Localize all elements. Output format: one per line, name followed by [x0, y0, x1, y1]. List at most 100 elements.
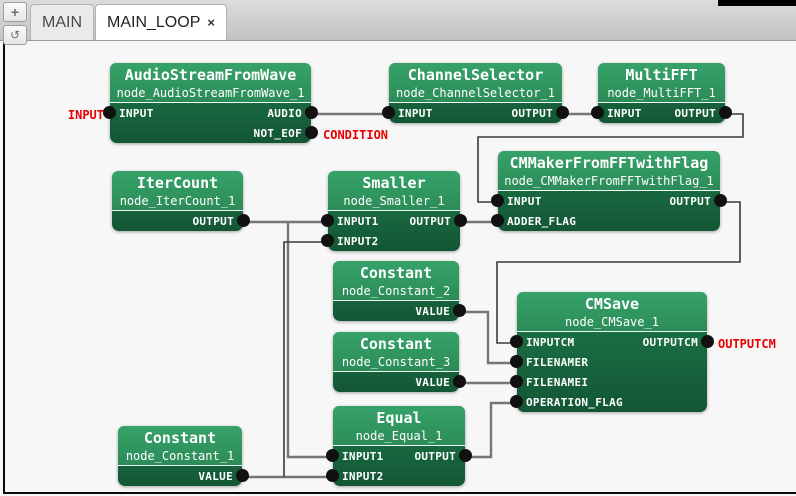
- port-label: INPUTCM: [526, 335, 575, 349]
- node-itercount[interactable]: IterCount node_IterCount_1 OUTPUT: [112, 171, 250, 231]
- output-port[interactable]: [453, 304, 466, 317]
- node-header: Constant node_Constant_3: [333, 332, 459, 372]
- wire-multifft-to-cmmaker[interactable]: [477, 113, 744, 203]
- node-title: ChannelSelector: [407, 66, 544, 84]
- port-label: FILENAMER: [526, 355, 589, 369]
- node-header: MultiFFT node_MultiFFT_1: [598, 63, 725, 103]
- wire-constant2-to-filenamer[interactable]: [459, 310, 517, 365]
- input-port[interactable]: [591, 106, 604, 119]
- wire-equal-to-operationflag[interactable]: [465, 401, 517, 459]
- port-label: OUTPUT: [674, 106, 716, 120]
- output-port[interactable]: [701, 335, 714, 348]
- tab-main[interactable]: MAIN: [30, 4, 94, 40]
- port-label: OUTPUT: [669, 194, 711, 208]
- port-label: INPUT: [119, 106, 154, 120]
- output-port[interactable]: [556, 106, 569, 119]
- node-audiostreamfromwave[interactable]: AudioStreamFromWave node_AudioStreamFrom…: [103, 63, 318, 143]
- port-label: OUTPUTCM: [642, 335, 698, 349]
- wire-constant1-to-smaller-input2[interactable]: [283, 241, 328, 477]
- output-port[interactable]: [237, 214, 250, 227]
- input-port[interactable]: [510, 335, 523, 348]
- output-port[interactable]: [719, 106, 732, 119]
- refresh-button[interactable]: ↺: [3, 25, 27, 45]
- output-port[interactable]: [305, 106, 318, 119]
- node-title: CMMakerFromFFTwithFlag: [509, 154, 709, 172]
- output-port[interactable]: [305, 126, 318, 139]
- node-instance-name: node_Constant_2: [341, 284, 451, 298]
- input-port[interactable]: [510, 395, 523, 408]
- input-port[interactable]: [491, 214, 504, 227]
- port-label: OUTPUT: [511, 106, 553, 120]
- zoom-in-button[interactable]: +: [3, 2, 27, 22]
- port-label: INPUT: [398, 106, 433, 120]
- output-port[interactable]: [459, 449, 472, 462]
- input-port[interactable]: [510, 375, 523, 388]
- node-instance-name: node_IterCount_1: [119, 194, 236, 208]
- node-header: CMMakerFromFFTwithFlag node_CMMakerFromF…: [498, 151, 720, 191]
- node-instance-name: node_Constant_3: [341, 355, 451, 369]
- node-header: ChannelSelector node_ChannelSelector_1: [389, 63, 562, 103]
- node-constant-2[interactable]: Constant node_Constant_2 VALUE: [333, 261, 466, 321]
- external-outputcm-label: OUTPUTCM: [718, 337, 776, 351]
- node-title: Constant: [359, 264, 433, 282]
- node-title: CMSave: [584, 295, 640, 313]
- input-port[interactable]: [326, 469, 339, 482]
- port-label: AUDIO: [267, 106, 302, 120]
- wire-cmmaker-to-cmsave[interactable]: [496, 201, 741, 344]
- tab-main-label: MAIN: [42, 13, 82, 31]
- node-header: Constant node_Constant_1: [118, 426, 242, 466]
- output-port[interactable]: [453, 375, 466, 388]
- input-port[interactable]: [510, 355, 523, 368]
- wire-itercount-to-equal-input1[interactable]: [286, 222, 333, 459]
- input-port[interactable]: [321, 234, 334, 247]
- output-port[interactable]: [236, 469, 249, 482]
- port-label: INPUT: [507, 194, 542, 208]
- node-instance-name: node_AudioStreamFromWave_1: [116, 86, 305, 100]
- input-port[interactable]: [382, 106, 395, 119]
- tab-main-loop-label: MAIN_LOOP: [107, 13, 201, 31]
- node-title: IterCount: [136, 174, 219, 192]
- node-constant-3[interactable]: Constant node_Constant_3 VALUE: [333, 332, 466, 392]
- node-instance-name: node_Smaller_1: [343, 194, 445, 208]
- node-title: AudioStreamFromWave: [124, 66, 297, 84]
- node-equal[interactable]: Equal node_Equal_1 INPUT1 OUTPUT INPUT2: [326, 406, 472, 486]
- port-label: INPUT: [607, 106, 642, 120]
- canvas-controls: + ↺: [3, 2, 29, 48]
- tab-bar: MAIN MAIN_LOOP ×: [0, 0, 796, 41]
- node-channelselector[interactable]: ChannelSelector node_ChannelSelector_1 I…: [382, 63, 569, 123]
- node-multifft[interactable]: MultiFFT node_MultiFFT_1 INPUT OUTPUT: [591, 63, 732, 123]
- external-condition-label: CONDITION: [323, 128, 389, 142]
- input-port[interactable]: [491, 194, 504, 207]
- node-header: CMSave node_CMSave_1: [517, 292, 707, 332]
- refresh-icon: ↺: [9, 28, 21, 42]
- input-port[interactable]: [326, 449, 339, 462]
- node-cmsave[interactable]: CMSave node_CMSave_1 INPUTCM OUTPUTCM FI…: [510, 292, 714, 412]
- node-header: Equal node_Equal_1: [333, 406, 465, 446]
- port-label: INPUT2: [342, 469, 384, 483]
- port-label: OUTPUT: [414, 449, 456, 463]
- port-label: INPUT1: [342, 449, 384, 463]
- node-title: Smaller: [362, 174, 426, 192]
- node-instance-name: node_Equal_1: [355, 429, 443, 443]
- input-port[interactable]: [103, 106, 116, 119]
- port-label: OPERATION_FLAG: [526, 395, 623, 409]
- node-cmmakerfromfftwithflag[interactable]: CMMakerFromFFTwithFlag node_CMMakerFromF…: [491, 151, 727, 231]
- close-icon[interactable]: ×: [207, 15, 215, 30]
- input-port[interactable]: [321, 214, 334, 227]
- tab-main-loop[interactable]: MAIN_LOOP ×: [95, 4, 227, 40]
- node-instance-name: node_CMMakerFromFFTwithFlag_1: [504, 174, 714, 188]
- node-instance-name: node_Constant_1: [125, 449, 235, 463]
- node-header: Constant node_Constant_2: [333, 261, 459, 301]
- node-title: Constant: [359, 335, 433, 353]
- port-label: ADDER_FLAG: [507, 214, 577, 228]
- node-smaller[interactable]: Smaller node_Smaller_1 INPUT1 OUTPUT INP…: [321, 171, 467, 251]
- node-title: Equal: [376, 409, 422, 427]
- output-port[interactable]: [714, 194, 727, 207]
- node-instance-name: node_MultiFFT_1: [607, 86, 716, 100]
- node-constant-1[interactable]: Constant node_Constant_1 VALUE: [118, 426, 249, 486]
- output-port[interactable]: [454, 214, 467, 227]
- external-input-label: INPUT: [67, 108, 104, 122]
- port-label: OUTPUT: [192, 214, 234, 228]
